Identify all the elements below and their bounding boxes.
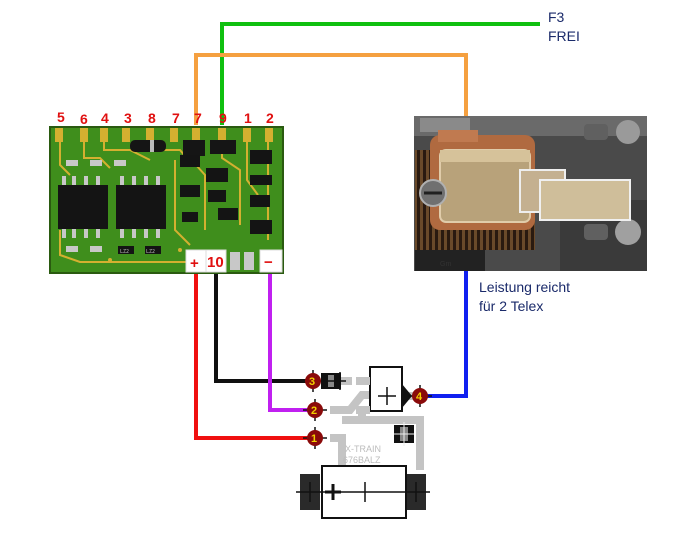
transistor-tab (402, 384, 412, 408)
maker-stamp: Gm (440, 261, 451, 268)
svg-text:4: 4 (416, 391, 423, 403)
svg-text:3: 3 (309, 376, 315, 388)
pin-label-2: 6 (80, 111, 88, 127)
node-1: 1 (303, 427, 327, 449)
pad-mid-2 (244, 252, 254, 270)
chip-right (116, 185, 166, 229)
frei-label: FREI (548, 28, 580, 44)
node-markers: 3 2 1 4 (301, 370, 432, 449)
pad-label-plus: + (190, 255, 199, 272)
chip-label-1: LZ2 (120, 249, 129, 255)
pin-label-4: 3 (124, 110, 132, 126)
chip-label-2: LZ2 (146, 249, 155, 255)
pin-label-9: 1 (244, 110, 252, 126)
chip-legs (62, 176, 160, 238)
blue-wire (416, 232, 468, 398)
plus-red-wire (194, 272, 310, 440)
pad-label-minus: − (264, 254, 273, 271)
orange-wire (194, 53, 468, 150)
pad-label-10: 10 (207, 254, 224, 271)
transistor-body (369, 366, 403, 412)
power-note-line2: für 2 Telex (479, 298, 543, 314)
pin-label-6: 7 (172, 110, 180, 126)
pin-label-7: 7 (194, 110, 202, 126)
node-2: 2 (303, 399, 327, 421)
decoder-pin-labels: 5 6 4 3 8 7 7 9 1 2 (57, 109, 274, 127)
pad-minus (259, 249, 283, 273)
wires (194, 22, 540, 440)
node-4: 4 (408, 385, 432, 407)
telex-coupler: Gm (414, 116, 647, 271)
pin-label-8: 9 (219, 110, 227, 126)
pcb-text-line2: 676BALZ (343, 455, 381, 465)
svg-text:2: 2 (311, 405, 317, 417)
f3-label: F3 (548, 9, 565, 25)
pin-label-10: 2 (266, 110, 274, 126)
decoder-board: LZ2 LZ2 + 10 − (49, 126, 284, 274)
chip-left (58, 185, 108, 229)
interface-pcb: X-TRAIN 676BALZ (296, 366, 430, 519)
top-contacts (55, 128, 273, 142)
pin-label-5: 8 (148, 110, 156, 126)
svg-text:1: 1 (311, 433, 317, 445)
f3-green-wire (220, 22, 540, 125)
bottom-pads (185, 249, 283, 273)
minus-purple-wire (268, 272, 310, 412)
pin-label-3: 4 (101, 110, 109, 126)
black-wire (214, 272, 310, 383)
pin-label-1: 5 (57, 109, 65, 125)
pad-mid (230, 252, 240, 270)
smd-components (66, 140, 272, 262)
power-note-line1: Leistung reicht (479, 279, 570, 295)
pcb-text-line1: X-TRAIN (345, 444, 381, 454)
node-3: 3 (301, 370, 325, 392)
pad-10 (205, 249, 227, 273)
